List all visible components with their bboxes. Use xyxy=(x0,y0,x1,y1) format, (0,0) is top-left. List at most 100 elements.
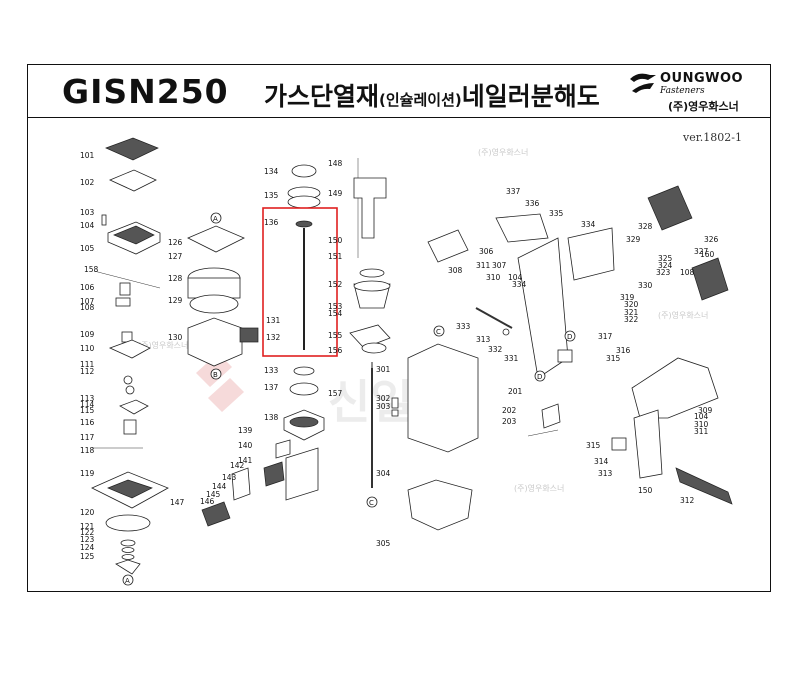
part-number-label: 317 xyxy=(598,332,613,341)
part-number-label: 320 xyxy=(624,300,639,309)
part-group-piston: C xyxy=(349,158,391,508)
callout-c-top xyxy=(433,325,445,337)
part-313 xyxy=(502,328,510,336)
title-bar: GISN250 가스단열재(인슐레이션)네일러분해도 OUNGWOO Faste… xyxy=(28,65,770,118)
part-number-label: 334 xyxy=(581,220,596,229)
part-120 xyxy=(105,514,151,532)
part-110 xyxy=(108,339,151,359)
part-number-label: 150 xyxy=(328,236,343,245)
part-141 xyxy=(263,461,285,487)
part-203 xyxy=(527,429,559,437)
part-105-top xyxy=(113,225,155,245)
part-121 xyxy=(120,539,136,547)
part-labels: 1011021031041051581061071081091101111121… xyxy=(80,151,719,561)
callout-label: A xyxy=(213,215,218,223)
part-137 xyxy=(289,382,319,396)
part-number-label: 132 xyxy=(266,333,281,342)
part-number-label: 333 xyxy=(456,322,471,331)
part-number-label: 309 xyxy=(698,406,713,415)
part-number-label: 143 xyxy=(222,473,237,482)
part-number-label: 154 xyxy=(328,309,343,318)
part-number-label: 112 xyxy=(80,367,95,376)
watermark-text: (주)영우화스너 xyxy=(514,483,564,493)
watermark-text: (주)영우화스너 xyxy=(658,310,708,320)
part-group-feeder: D D xyxy=(495,185,733,505)
brand-korean: (주)영우화스너 xyxy=(668,100,739,113)
part-number-label: 117 xyxy=(80,433,95,442)
part-number-label: 156 xyxy=(328,346,343,355)
part-304 xyxy=(407,479,473,531)
part-103 xyxy=(101,214,107,226)
part-number-label: 303 xyxy=(376,402,391,411)
callout-label: A xyxy=(125,577,130,585)
part-328 xyxy=(647,185,693,231)
part-number-label: 146 xyxy=(200,497,215,506)
part-156 xyxy=(361,342,387,354)
watermark-text: (주)영우화스너 xyxy=(478,147,528,157)
part-123 xyxy=(121,554,135,560)
part-number-label: 315 xyxy=(586,441,601,450)
part-131 xyxy=(239,327,259,343)
part-119-inner xyxy=(107,479,153,499)
part-number-label: 121 xyxy=(80,522,95,531)
part-number-label: 147 xyxy=(170,498,185,507)
part-number-label: 329 xyxy=(626,235,641,244)
part-number-label: 140 xyxy=(238,441,253,450)
part-133 xyxy=(293,366,315,376)
callout-label: D xyxy=(537,373,542,381)
part-number-label: 335 xyxy=(549,209,564,218)
part-number-label: 316 xyxy=(616,346,631,355)
part-number-label: 201 xyxy=(508,387,523,396)
part-number-label: 127 xyxy=(168,252,183,261)
part-group-body: C xyxy=(391,229,569,531)
part-number-label: 123 xyxy=(80,535,95,544)
part-number-label: 157 xyxy=(328,389,343,398)
part-number-label: 202 xyxy=(502,406,517,415)
part-number-label: 118 xyxy=(80,446,95,455)
part-number-label: 328 xyxy=(638,222,653,231)
part-number-label: 330 xyxy=(638,281,653,290)
part-333 xyxy=(475,307,513,329)
part-number-label: 129 xyxy=(168,296,183,305)
part-number-label: 322 xyxy=(624,315,639,324)
part-number-label: 113 xyxy=(80,394,95,403)
part-number-label: 323 xyxy=(656,268,671,277)
part-140 xyxy=(285,447,319,501)
part-number-label: 145 xyxy=(206,490,221,499)
part-number-label: 126 xyxy=(168,238,183,247)
part-102 xyxy=(109,169,157,192)
part-number-label: 311 xyxy=(694,427,709,436)
part-number-label: 116 xyxy=(80,418,95,427)
part-number-label: 158 xyxy=(84,265,99,274)
brand-logo: OUNGWOO Fasteners (주)영우화스너 xyxy=(628,69,768,115)
part-151 xyxy=(359,268,385,278)
page-title: 가스단열재(인슐레이션)네일러분해도 xyxy=(264,77,600,113)
part-number-label: 332 xyxy=(488,345,503,354)
part-number-label: 307 xyxy=(492,261,507,270)
part-group-head: A xyxy=(91,137,169,586)
title-main: 가스단열재 xyxy=(264,82,380,111)
part-number-label: 125 xyxy=(80,552,95,561)
part-number-label: 152 xyxy=(328,280,343,289)
part-number-label: 128 xyxy=(168,274,183,283)
part-336 xyxy=(495,213,549,243)
diagram-sheet: GISN250 가스단열재(인슐레이션)네일러분해도 OUNGWOO Faste… xyxy=(27,64,771,592)
part-303 xyxy=(391,409,399,417)
watermarks: (주)영우화스너 (주)영우화스너 (주)영우화스너 (주)영우화스너 신일 xyxy=(138,147,708,493)
part-155 xyxy=(349,324,391,349)
part-number-label: 115 xyxy=(80,406,95,415)
part-number-label: 331 xyxy=(504,354,519,363)
part-number-label: 104 xyxy=(694,412,709,421)
part-group-driver xyxy=(262,164,338,441)
version-label: ver.1802-1 xyxy=(683,131,742,144)
part-315 xyxy=(557,349,573,363)
part-143 xyxy=(231,467,251,501)
part-134 xyxy=(291,164,317,178)
part-149 xyxy=(353,177,387,239)
part-number-label: 325 xyxy=(658,254,673,263)
part-number-label: 312 xyxy=(680,496,695,505)
part-number-label: 321 xyxy=(624,308,639,317)
part-number-label: 304 xyxy=(376,469,391,478)
callout-a xyxy=(210,212,222,224)
part-number-label: 119 xyxy=(80,469,95,478)
